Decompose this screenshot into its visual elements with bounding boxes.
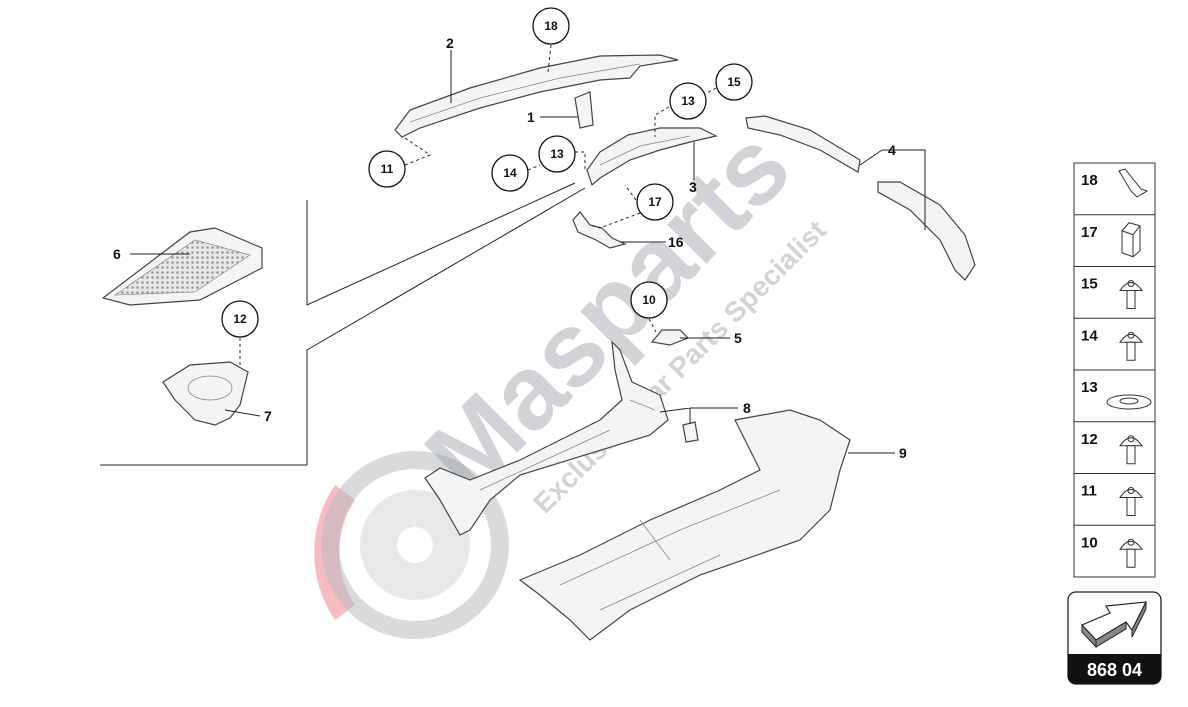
part-8-cover	[682, 421, 699, 443]
svg-text:13: 13	[550, 147, 564, 161]
screw-icon	[1119, 538, 1143, 568]
watermark-logo-wheel	[321, 451, 509, 639]
part-labels: 2 1 3 4 6 16 5 7 8 9	[113, 35, 907, 461]
legend-item-11: 11	[1074, 473, 1155, 516]
legend-number: 14	[1081, 327, 1098, 344]
label-1: 1	[527, 109, 535, 125]
legend-number: 18	[1081, 172, 1098, 189]
svg-text:18: 18	[544, 19, 558, 33]
screw-icon	[1119, 331, 1143, 361]
svg-text:11: 11	[381, 162, 394, 176]
label-4: 4	[888, 142, 896, 158]
leader-lines	[130, 50, 926, 454]
legend-number: 11	[1081, 483, 1097, 500]
label-16: 16	[668, 234, 684, 250]
part-sill-trim	[424, 340, 669, 536]
inset-frame-lines	[100, 182, 586, 466]
legend-number: 12	[1081, 431, 1098, 448]
fastener-legend: 18 17 15 14 13 12 11 10	[1073, 162, 1156, 578]
part-3-pillar-trim	[586, 127, 718, 187]
block-icon	[1121, 222, 1141, 258]
callout-13: 13	[669, 82, 707, 120]
next-page-button[interactable]: 868 04	[1067, 591, 1162, 685]
label-5: 5	[734, 330, 742, 346]
label-8: 8	[743, 400, 751, 416]
label-6: 6	[113, 246, 121, 262]
svg-text:13: 13	[681, 94, 695, 108]
legend-item-17: 17	[1074, 214, 1155, 258]
callout-14: 14	[491, 154, 529, 192]
legend-item-12: 12	[1074, 421, 1155, 465]
part-2-upper-trim	[394, 54, 679, 138]
part-1-clip-cover	[574, 91, 594, 129]
legend-number: 10	[1081, 534, 1098, 551]
washer-icon	[1106, 394, 1152, 410]
part-16-bracket	[572, 211, 627, 249]
legend-number: 13	[1081, 379, 1098, 396]
svg-text:14: 14	[503, 166, 517, 180]
svg-text:10: 10	[642, 293, 656, 307]
label-3: 3	[689, 179, 697, 195]
next-arrow-icon	[1080, 601, 1148, 649]
part-4-side-trim	[745, 115, 976, 281]
label-9: 9	[899, 445, 907, 461]
legend-item-18: 18	[1081, 168, 1149, 198]
callout-10: 10	[630, 281, 668, 319]
callout-18: 18	[532, 7, 570, 45]
dashed-leaders	[239, 44, 717, 365]
part-5-switch	[650, 329, 690, 346]
part-9-center-console	[518, 409, 851, 641]
callout-circles: 18 15 13 13 14 11 17 12 10	[221, 7, 753, 338]
callout-12: 12	[221, 300, 259, 338]
label-2: 2	[446, 35, 454, 51]
screw-icon	[1119, 487, 1143, 516]
screw-icon	[1119, 435, 1143, 465]
callout-17: 17	[636, 183, 674, 221]
legend-number: 15	[1081, 276, 1098, 293]
legend-item-13: 13	[1074, 369, 1155, 410]
part-6-grille-mat	[101, 227, 263, 306]
svg-text:17: 17	[648, 195, 662, 209]
callout-15: 15	[715, 63, 753, 101]
page-number: 868 04	[1087, 660, 1142, 680]
svg-text:15: 15	[727, 75, 741, 89]
legend-number: 17	[1081, 224, 1098, 241]
svg-text:12: 12	[233, 312, 247, 326]
legend-item-10: 10	[1074, 524, 1155, 568]
legend-item-15: 15	[1074, 266, 1155, 309]
label-7: 7	[264, 408, 272, 424]
part-7-cup-holder	[162, 361, 249, 426]
screw-icon	[1119, 280, 1143, 309]
clip-icon	[1118, 168, 1149, 198]
legend-item-14: 14	[1074, 317, 1155, 361]
callout-13: 13	[538, 135, 576, 173]
callout-11: 11	[368, 150, 406, 188]
